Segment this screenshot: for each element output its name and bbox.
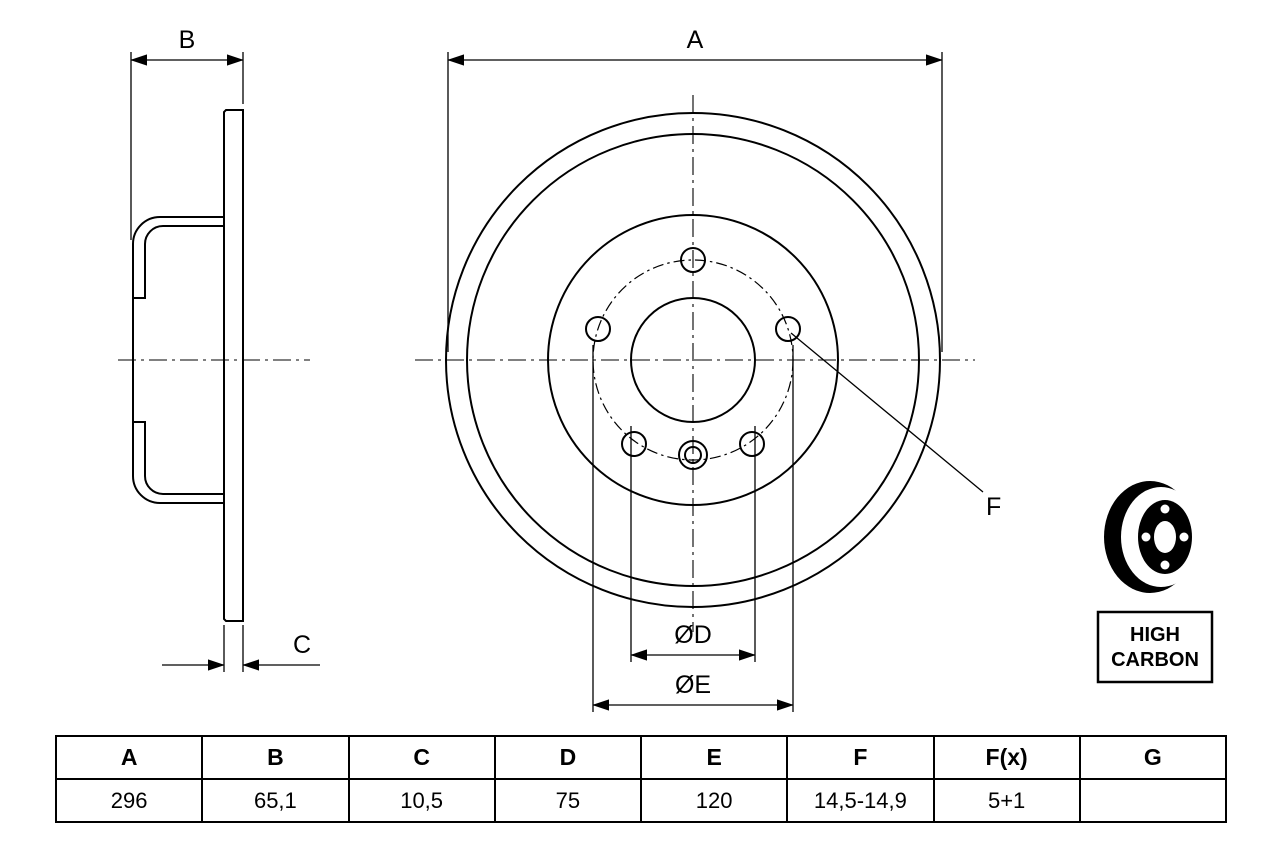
badge-line1: HIGH — [1130, 624, 1180, 646]
table-header-f: F — [786, 735, 935, 780]
dimension-table: A B C D E F F(x) G 296 65,1 10,5 75 120 … — [54, 735, 1228, 823]
table-value-fx: 5+1 — [932, 778, 1081, 823]
hat-inner-contour-top — [133, 225, 224, 299]
label-b: B — [179, 26, 196, 54]
bolt-hole — [775, 316, 801, 342]
dimension-d: ØD — [630, 426, 756, 662]
label-c: C — [293, 631, 311, 659]
table-value-g — [1078, 778, 1228, 823]
front-view — [445, 112, 941, 608]
label-a: A — [687, 26, 704, 54]
bolt-hole — [621, 431, 647, 457]
table-header-fx: F(x) — [932, 735, 1081, 780]
badge-line2: CARBON — [1111, 649, 1199, 671]
centerlines — [118, 95, 975, 632]
friction-band-inner-circle — [466, 133, 920, 587]
table-header-c: C — [347, 735, 496, 780]
table-header-b: B — [201, 735, 350, 780]
dimension-c: C — [162, 625, 320, 672]
dimension-e: ØE — [592, 345, 794, 712]
locating-hole-outer — [678, 440, 708, 470]
bolt-hole — [680, 247, 706, 273]
table-value-a: 296 — [54, 778, 204, 823]
side-view — [132, 109, 244, 622]
center-bore-circle — [630, 297, 756, 423]
leader-f: F — [790, 332, 1001, 521]
hat-outer-contour — [132, 216, 224, 504]
dimension-a: A — [447, 26, 943, 352]
locating-hole-inner — [684, 446, 702, 464]
high-carbon-badge: HIGH CARBON — [1096, 610, 1214, 684]
hat-inner-contour-bottom — [133, 421, 224, 495]
label-e: ØE — [675, 671, 711, 699]
table-value-f: 14,5-14,9 — [786, 778, 935, 823]
table-value-c: 10,5 — [347, 778, 496, 823]
table-header-e: E — [639, 735, 789, 780]
table-header-a: A — [54, 735, 204, 780]
table-header-row: A B C D E F F(x) G — [54, 735, 1228, 780]
table-value-b: 65,1 — [201, 778, 350, 823]
table-header-d: D — [493, 735, 643, 780]
table-header-g: G — [1078, 735, 1228, 780]
bolt-hole — [739, 431, 765, 457]
brake-disc-icon — [1104, 481, 1201, 593]
table-value-d: 75 — [493, 778, 643, 823]
label-d: ØD — [674, 621, 712, 649]
table-value-row: 296 65,1 10,5 75 120 14,5-14,9 5+1 — [54, 778, 1228, 823]
drawing-canvas: A B C ØD ØE — [118, 26, 1214, 712]
hat-circle — [547, 214, 839, 506]
outer-diameter-circle — [445, 112, 941, 608]
table-value-e: 120 — [639, 778, 789, 823]
disc-plate-outline — [223, 109, 244, 622]
dimension-b: B — [130, 26, 244, 240]
label-f: F — [986, 493, 1001, 521]
bolt-hole — [585, 316, 611, 342]
